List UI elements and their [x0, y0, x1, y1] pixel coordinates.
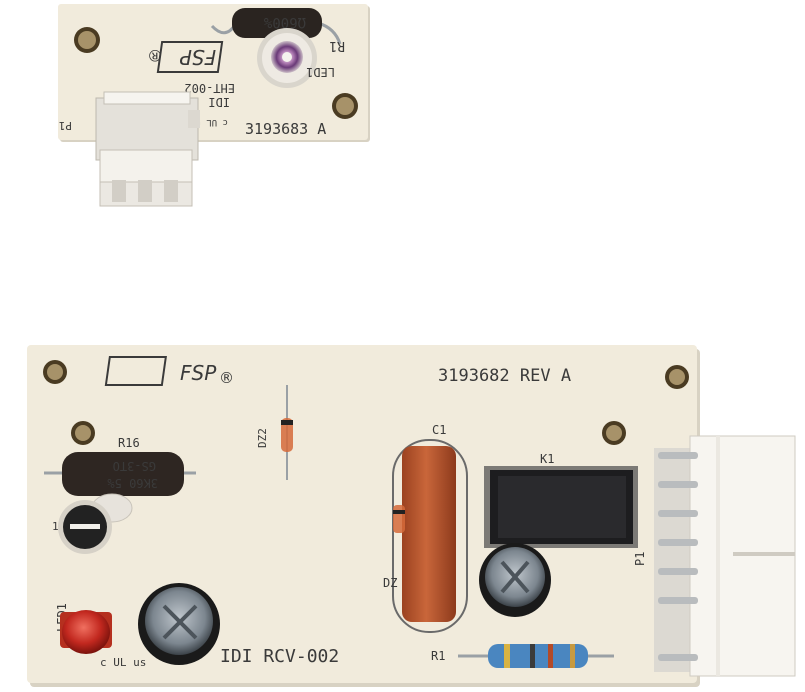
connector-ref: P1	[59, 119, 72, 132]
fsp-logo-small: FSP ®	[147, 41, 224, 73]
small-pcb: Ω600% FSP ® R1 LED1 EHT-002 IDI c UL us …	[58, 4, 370, 207]
connector-p1-large	[654, 435, 796, 677]
diode-dz2: DZ2	[256, 385, 293, 480]
model-text: EHT-002	[184, 81, 235, 95]
led1-small	[257, 28, 317, 88]
r1-ref: R1	[431, 649, 445, 663]
dz-ref: DZ	[383, 576, 397, 590]
svg-text:FSP: FSP	[179, 45, 216, 69]
ul-mark: c UL us	[100, 656, 146, 669]
fsp-logo-large: FSP ®	[104, 356, 234, 387]
svg-text:DZ2: DZ2	[256, 428, 269, 448]
resistor-r1: Ω600%	[210, 8, 342, 45]
svg-text:®: ®	[219, 369, 234, 387]
cert-mark: c UL us	[190, 117, 228, 127]
resistor-value: Ω600%	[263, 14, 306, 30]
p1-ref: P1	[633, 552, 647, 566]
r16-ref: R16	[118, 436, 140, 450]
resistor-r16: GS-3TO 3K60 5%	[44, 452, 196, 496]
diode-dz	[393, 505, 405, 533]
c1-ref: C1	[432, 423, 446, 437]
electrolytic-cap-left	[138, 583, 220, 665]
led1-red	[60, 610, 112, 654]
film-cap-c1	[392, 439, 468, 633]
connector-p1-small	[95, 91, 200, 207]
part-number-small: 3193683 A	[245, 120, 326, 138]
model-line: IDI RCV-002	[220, 646, 339, 667]
large-pcb: FSP ® 3193682 REV A R16 GS-3TO 3K60 5% 1…	[27, 345, 796, 687]
led-ref: LED1	[306, 65, 335, 79]
transistor-pin: 1	[52, 520, 59, 533]
svg-text:®: ®	[147, 46, 163, 65]
svg-text:3K60 5%: 3K60 5%	[107, 476, 158, 490]
svg-text:FSP: FSP	[180, 361, 217, 385]
maker-text: IDI	[208, 95, 230, 109]
part-number-large: 3193682 REV A	[438, 366, 571, 386]
transistor: 1	[52, 493, 133, 554]
relay-k1	[484, 466, 638, 548]
k1-ref: K1	[540, 452, 554, 466]
svg-text:GS-3TO: GS-3TO	[113, 459, 156, 473]
resistor-r1-blue	[458, 644, 614, 668]
resistor-ref: R1	[329, 38, 345, 53]
electrolytic-cap-right	[479, 543, 551, 617]
